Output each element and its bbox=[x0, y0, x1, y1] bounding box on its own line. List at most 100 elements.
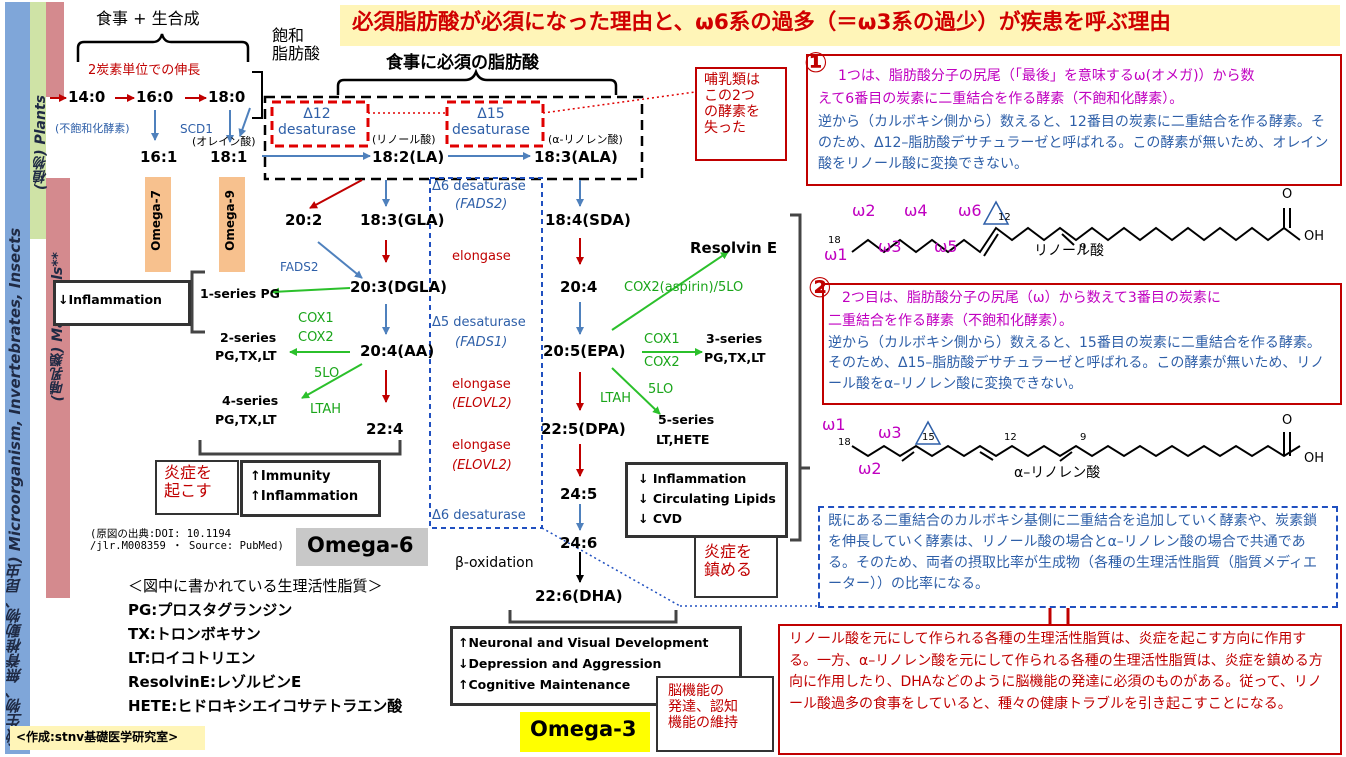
immunity-line-1: ↑Immunity bbox=[250, 469, 331, 484]
credit-badge bbox=[10, 726, 205, 750]
omega3-effect-3: ↓ CVD bbox=[638, 511, 683, 526]
mammal-lost-box bbox=[695, 67, 787, 161]
essential-label: 食事に必須の脂肪酸 bbox=[386, 53, 539, 73]
desat-note: (不飽和化酵素) bbox=[55, 122, 130, 135]
legend-item-hete: HETE:ヒドロキシエイコサテトラエン酸 bbox=[128, 697, 403, 715]
enzyme-elongase-2: elongase bbox=[452, 377, 511, 392]
mediator-3-series-pg: PG,TX,LT bbox=[704, 350, 766, 365]
fa-22-4: 22:4 bbox=[366, 420, 404, 438]
note4-text: リノール酸を元にして作られる各種の生理活性脂質は、炎症を起こす方向に作用する。一… bbox=[789, 631, 1323, 713]
omega3-badge bbox=[520, 712, 650, 752]
enzyme-5lo-right: 5LO bbox=[648, 382, 674, 397]
note1-body: 逆から（カルボキシ側から）数えると、12番目の炭素に二重結合を作る酵素。そのため… bbox=[818, 114, 1329, 172]
legend-item-tx: TX:トロンボキサン bbox=[128, 625, 261, 643]
brain-effect-2: ↓Depression and Aggression bbox=[458, 656, 662, 671]
enzyme-cox1-left: COX1 bbox=[298, 311, 334, 326]
la-n18: 18 bbox=[828, 235, 841, 246]
fa-gla: 18:3(GLA) bbox=[360, 211, 445, 229]
fa-16-0: 16:0 bbox=[136, 88, 174, 106]
ala-n15: 15 bbox=[922, 432, 935, 443]
fa-linoleic: 18:2(LA) bbox=[372, 148, 445, 166]
enzyme-cox2-aspirin: COX2(aspirin)/5LO bbox=[624, 280, 744, 295]
fa-24-5: 24:5 bbox=[560, 485, 598, 503]
note4-box bbox=[778, 624, 1342, 755]
note2-number: ② bbox=[808, 271, 832, 304]
fa-dha: 22:6(DHA) bbox=[535, 587, 623, 605]
elongation-label: 2炭素単位での伸長 bbox=[88, 63, 201, 78]
fa-dgla: 20:3(DGLA) bbox=[350, 278, 447, 296]
enzyme-fads1: (FADS1) bbox=[455, 335, 508, 350]
legend-item-lt: LT:ロイコトリエン bbox=[128, 649, 256, 667]
ala-w2: ω2 bbox=[858, 459, 882, 478]
omega9-tag bbox=[219, 177, 245, 272]
calm-inflammation-label: 炎症を 鎮める bbox=[704, 542, 753, 580]
la-w6: ω6 bbox=[958, 201, 982, 220]
mediator-resolvin-e: Resolvin E bbox=[690, 239, 778, 257]
ala-oh: OH bbox=[1304, 451, 1325, 466]
la-w3: ω3 bbox=[878, 237, 902, 256]
la-name: リノール酸 bbox=[1034, 243, 1104, 259]
enzyme-5lo-left: 5LO bbox=[314, 366, 340, 381]
fa-alpha-linolenic: 18:3(ALA) bbox=[534, 148, 618, 166]
omega3-effect-2: ↓ Circulating Lipids bbox=[638, 491, 776, 506]
omega6-badge bbox=[296, 528, 428, 566]
legend-heading: ＜図中に書かれている生理活性脂質＞ bbox=[128, 577, 383, 595]
ala-n9: 9 bbox=[1080, 432, 1087, 443]
brain-jp-box bbox=[656, 676, 774, 752]
note2-line-1: 2つ目は、脂肪酸分子の尻尾（ω）から数えて3番目の炭素に bbox=[842, 290, 1221, 306]
brain-effect-1: ↑Neuronal and Visual Development bbox=[458, 635, 709, 650]
inflammation-down-label: ↓Inflammation bbox=[58, 292, 162, 307]
note1-line-1: 1つは、脂肪酸分子の尻尾（「最後」を意味するω(オメガ)）から数 bbox=[838, 68, 1255, 84]
cause-inflammation-box bbox=[155, 460, 239, 515]
legend-item-pg: PG:プロスタグランジン bbox=[128, 601, 293, 619]
brain-effect-3: ↑Cognitive Maintenance bbox=[458, 677, 631, 692]
note3-text: 既にある二重結合のカルボキシ基側に二重結合を追加していく酵素や、炭素鎖を伸長して… bbox=[828, 513, 1318, 592]
brain-jp-label: 脳機能の 発達、認知 機能の維持 bbox=[668, 683, 738, 732]
mediator-4-series: 4-series bbox=[222, 393, 279, 408]
enzyme-fads2-top: (FADS2) bbox=[455, 197, 508, 212]
mediator-2-series-pg: PG,TX,LT bbox=[215, 348, 277, 363]
enzyme-d6-desaturase-bottom: Δ6 desaturase bbox=[432, 508, 526, 523]
credit-label: <作成:stnv基礎医学研究室> bbox=[16, 730, 179, 744]
fa-14-0: 14:0 bbox=[68, 88, 106, 106]
d15-desaturase: Δ15 desaturase bbox=[452, 106, 530, 139]
note1-line-2: えて6番目の炭素に二重結合を作る酵素（不飽和化酵素）。 bbox=[818, 91, 1184, 107]
omega6-label: Omega-6 bbox=[307, 533, 414, 557]
cause-inflammation-label: 炎症を 起こす bbox=[164, 463, 213, 501]
scd1-label: SCD1 bbox=[180, 122, 213, 136]
mediator-1-series-pg: 1-series PG bbox=[200, 286, 280, 301]
mediator-2-series: 2-series bbox=[220, 330, 277, 345]
sidebar-blue-bar bbox=[5, 2, 30, 754]
title-banner bbox=[340, 5, 1340, 46]
omega3-label: Omega-3 bbox=[530, 717, 637, 741]
immunity-box bbox=[240, 460, 381, 517]
enzyme-cox2-left: COX2 bbox=[298, 330, 334, 345]
ala-n12: 12 bbox=[1004, 432, 1017, 443]
enzyme-ltah-left: LTAH bbox=[310, 402, 342, 417]
la-w4: ω4 bbox=[904, 201, 928, 220]
ala-w3: ω3 bbox=[878, 423, 902, 442]
note1-box bbox=[806, 54, 1342, 186]
page-title: 必須脂肪酸が必須になった理由と、ω6系の過多（＝ω3系の過少）が疾患を呼ぶ理由 bbox=[352, 10, 1171, 35]
enzyme-d5-desaturase: Δ5 desaturase bbox=[432, 315, 526, 330]
mammal-lost-label: 哺乳類は この2つ の酵素を 失った bbox=[704, 72, 760, 137]
la-n9: 9 bbox=[1080, 242, 1087, 253]
fa-18-1: 18:1 bbox=[210, 148, 248, 166]
ala-w1: ω1 bbox=[822, 415, 846, 434]
beta-oxidation-label: β-oxidation bbox=[455, 555, 534, 571]
sidebar-pink-bar bbox=[46, 178, 70, 598]
fa-epa: 20:5(EPA) bbox=[543, 342, 626, 360]
note1-number: ① bbox=[804, 46, 828, 79]
la-w1: ω1 bbox=[824, 245, 848, 264]
sidebar-green-bar bbox=[30, 2, 46, 239]
mediator-3-series: 3-series bbox=[706, 331, 763, 346]
fa-16-1: 16:1 bbox=[140, 148, 178, 166]
omega7-label: Omega-7 bbox=[149, 190, 163, 251]
sidebar-pink-top bbox=[46, 2, 64, 97]
note2-body: 逆から（カルボキシ側から）数えると、15番目の炭素に二重結合を作る酵素。そのため… bbox=[828, 335, 1325, 392]
food-biosynthesis-label: 食事 + 生合成 bbox=[96, 9, 200, 28]
mediator-5-series-lt: LT,HETE bbox=[656, 432, 710, 447]
fa-dpa: 22:5(DPA) bbox=[541, 420, 626, 438]
immunity-line-2: ↑Inflammation bbox=[250, 489, 359, 504]
